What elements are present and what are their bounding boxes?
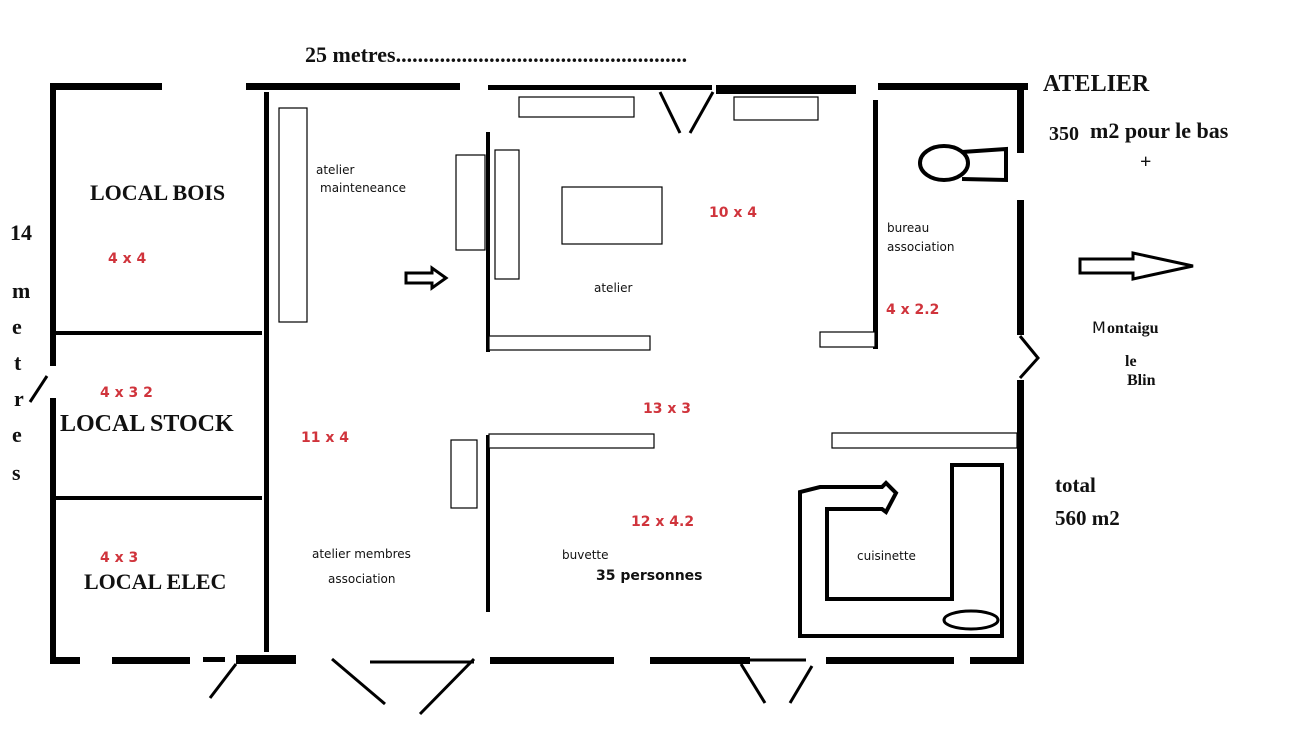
hall-dim: 13 x 3 — [643, 401, 691, 417]
buvette-capacity: 35 personnes — [596, 568, 703, 584]
local-elec-dim: 4 x 3 — [100, 550, 138, 566]
bureau-label-1: bureau — [887, 221, 929, 235]
kitchen-counter — [798, 463, 1004, 638]
maintenance-label-2: mainteneance — [320, 181, 406, 195]
local-bois-dim: 4 x 4 — [108, 251, 147, 267]
outer-wall-top — [50, 83, 1028, 94]
interior-walls — [54, 92, 878, 652]
svg-text:e: e — [12, 314, 22, 339]
area-number: 350 — [1049, 123, 1079, 145]
corridor-dim: 11 x 4 — [301, 430, 349, 446]
local-stock-dim: 4 x 3 2 — [100, 385, 153, 401]
outer-wall-right — [1017, 83, 1024, 664]
svg-text:14: 14 — [10, 220, 32, 245]
local-stock-label: LOCAL STOCK — [60, 411, 234, 437]
local-bois-label: LOCAL BOIS — [90, 180, 225, 205]
svg-text:e: e — [12, 422, 22, 447]
total-area: 560 m2 — [1055, 506, 1120, 530]
double-walls — [488, 331, 1018, 449]
local-elec-label: LOCAL ELEC — [84, 569, 226, 594]
direction-label: M ontaigu le Blin — [1092, 318, 1159, 389]
cuisinette-label: cuisinette — [857, 549, 916, 563]
width-label: 25 metres...............................… — [305, 42, 687, 67]
entry-arrow-icon — [404, 265, 449, 291]
bureau-dim: 4 x 2.2 — [886, 302, 939, 318]
buvette-dim: 12 x 4.2 — [631, 514, 694, 530]
svg-text:Blin: Blin — [1127, 372, 1156, 389]
doors — [28, 91, 1040, 716]
building-title: ATELIER — [1043, 71, 1150, 97]
area-label: m2 pour le bas — [1090, 118, 1229, 143]
outer-wall-left — [50, 83, 56, 664]
direction-arrow-icon — [1078, 251, 1194, 281]
atelier-dim: 10 x 4 — [709, 205, 757, 221]
atelier-label: atelier — [594, 281, 632, 295]
buvette-label: buvette — [562, 548, 609, 562]
svg-text:t: t — [14, 350, 22, 375]
plus-sign: + — [1140, 151, 1151, 173]
membres-label-2: association — [328, 572, 395, 586]
membres-label-1: atelier membres — [312, 547, 411, 561]
outer-wall-bottom — [50, 655, 1024, 664]
svg-text:ontaigu: ontaigu — [1107, 320, 1159, 337]
total-label: total — [1055, 473, 1096, 497]
svg-text:le: le — [1125, 353, 1137, 370]
height-label: 14 m e t r e s — [10, 220, 32, 485]
svg-text:M: M — [1092, 318, 1106, 337]
furniture — [278, 96, 819, 509]
bureau-label-2: association — [887, 240, 954, 254]
svg-text:s: s — [12, 460, 21, 485]
svg-text:m: m — [12, 278, 30, 303]
svg-text:r: r — [14, 386, 24, 411]
maintenance-label-1: atelier — [316, 163, 354, 177]
toilet-fixture — [918, 144, 1008, 183]
